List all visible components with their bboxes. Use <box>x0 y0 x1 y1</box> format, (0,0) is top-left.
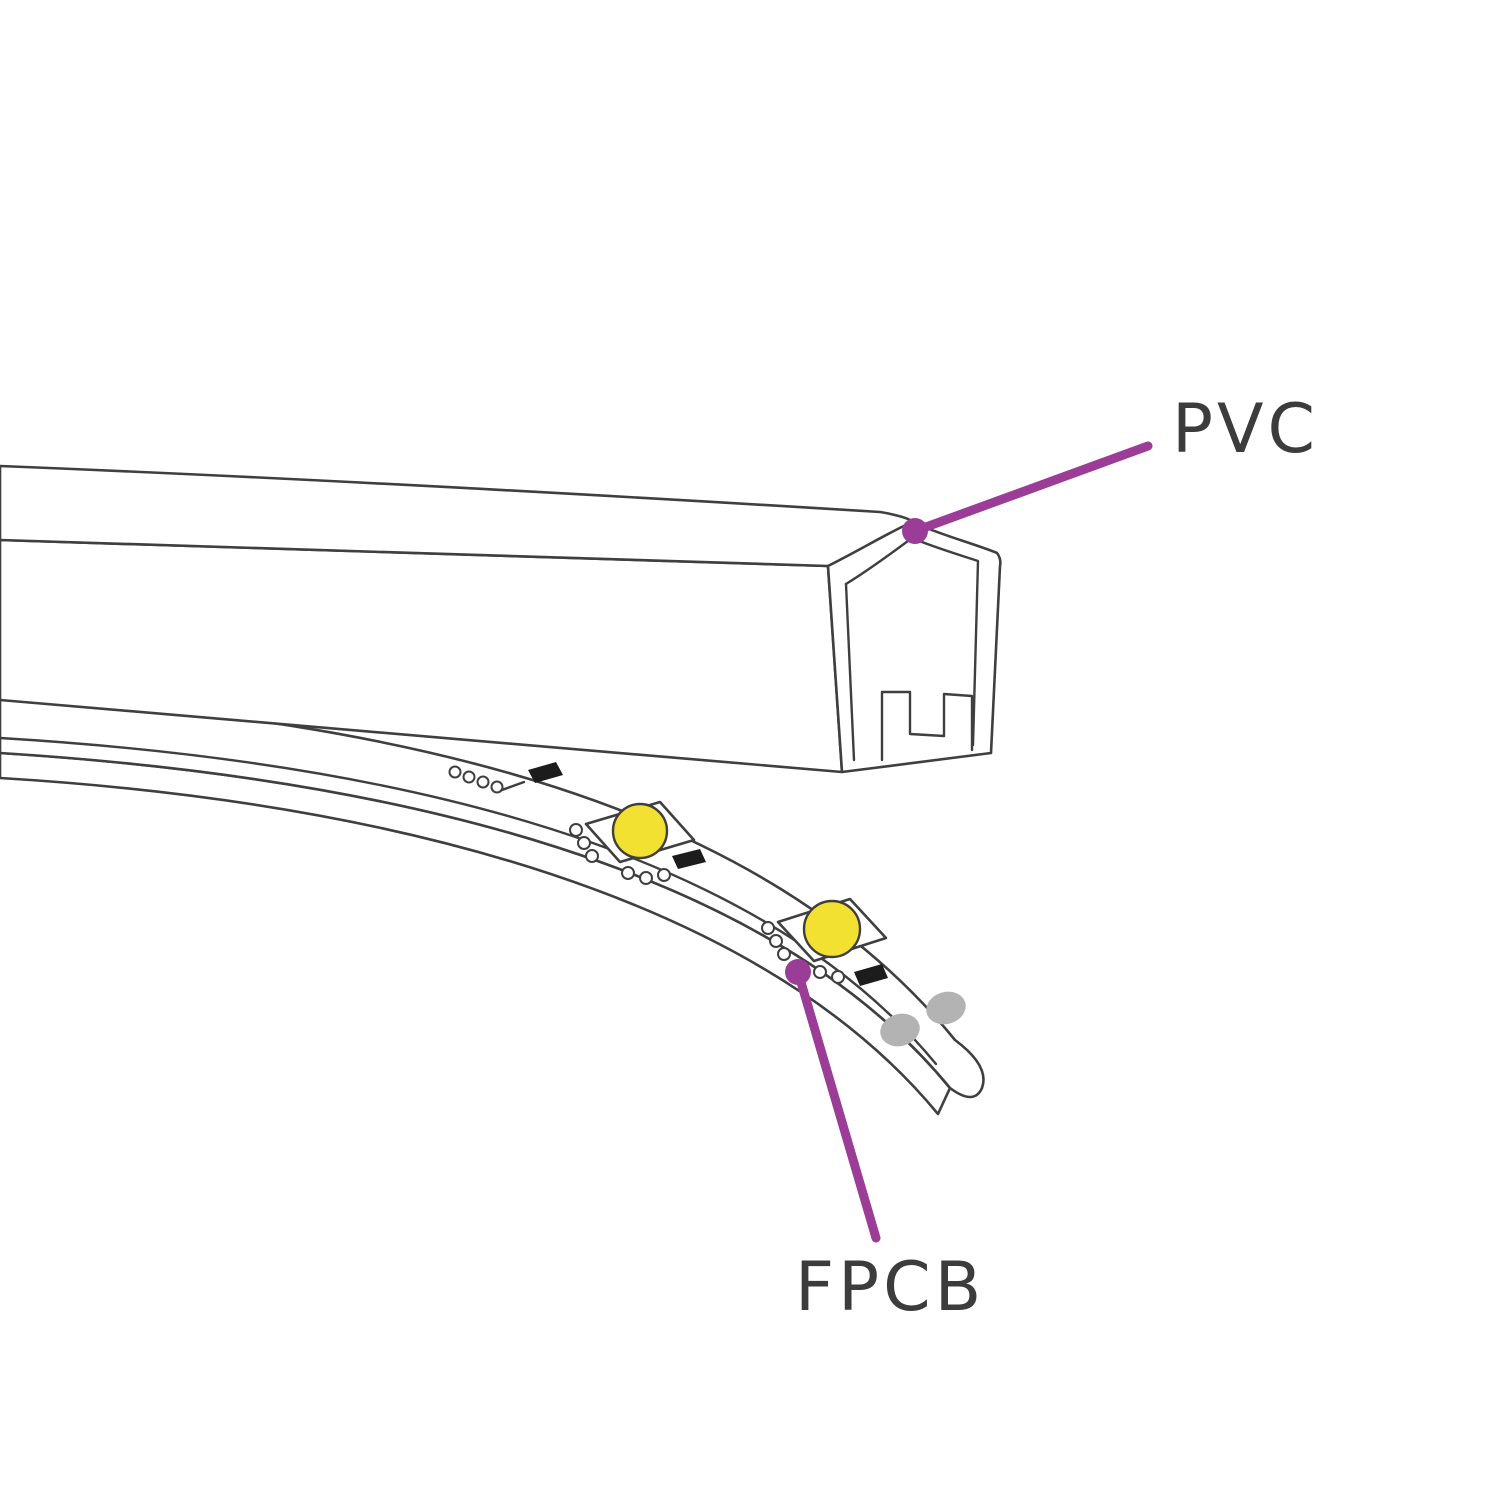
led-pin-icon <box>639 871 653 885</box>
led-pin-icon <box>621 866 635 880</box>
led-pin-icon <box>769 934 783 948</box>
terminal-pin-icon <box>476 775 490 789</box>
pvc-leader-line <box>910 441 1153 536</box>
fpcb-strip <box>0 693 985 1116</box>
led-emitter <box>802 899 862 959</box>
led-pin-icon <box>777 947 791 961</box>
fpcb-label: FPCB <box>795 1248 985 1327</box>
fpcb-strip-inner-edge <box>0 736 938 1066</box>
wire-solder-pads <box>880 991 966 1047</box>
trace-line <box>500 780 526 792</box>
resistor-icon <box>528 762 563 783</box>
led-pin-icon <box>761 921 775 935</box>
callout-fpcb: FPCB <box>785 959 985 1327</box>
pvc-leader-dot-icon <box>902 518 928 544</box>
led-pin-icon <box>657 868 671 882</box>
pvc-tube-end-cap <box>826 520 1002 774</box>
terminal-pin-icon <box>490 780 504 794</box>
pvc-tube-inner-left-wall <box>844 582 856 762</box>
led-pin-icon <box>585 849 599 863</box>
pvc-tube <box>0 464 1002 774</box>
fpcb-strip-top-face <box>0 693 985 1099</box>
terminal-pin-icon <box>448 765 462 779</box>
led-pin-icon <box>577 836 591 850</box>
pvc-label: PVC <box>1172 390 1319 469</box>
fpcb-leader-line <box>793 967 881 1243</box>
led-pin-icon <box>569 823 583 837</box>
solder-pad <box>880 1013 920 1047</box>
solder-pad <box>926 991 966 1025</box>
fpcb-solder-terminals <box>448 762 563 794</box>
led-pin-icon <box>813 965 827 979</box>
led-emitter <box>611 802 669 860</box>
pvc-channel-slot <box>880 690 974 762</box>
fpcb-leader-dot-icon <box>785 959 811 985</box>
resistor-icon <box>854 964 888 986</box>
led-pin-icon <box>831 970 845 984</box>
terminal-pin-icon <box>462 770 476 784</box>
led-chip-2 <box>761 897 888 986</box>
resistor-icon <box>672 849 706 869</box>
callout-pvc: PVC <box>902 390 1319 544</box>
led-chip-1 <box>569 800 706 885</box>
